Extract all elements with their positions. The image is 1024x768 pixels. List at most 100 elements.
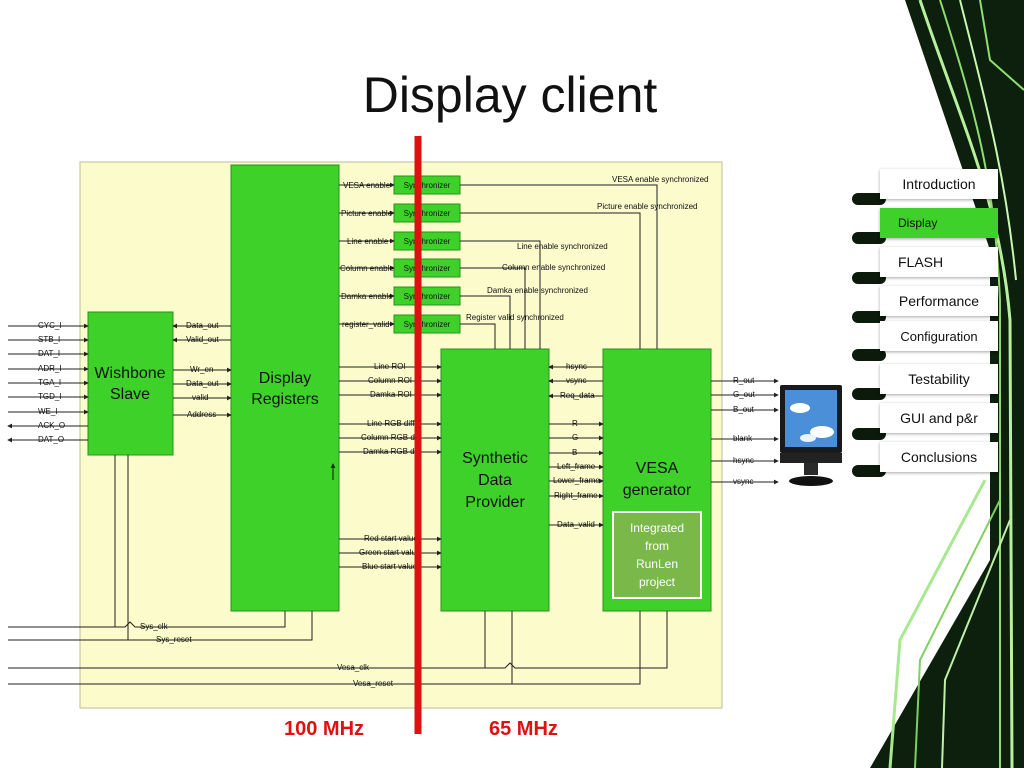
enable-label-register-valid: register_valid [342, 320, 390, 329]
synced-line-label: Line enable synchronized [517, 242, 608, 251]
enable-label-damka: Damka enable [341, 292, 393, 301]
wb-in-dat: DAT_I [38, 349, 60, 358]
wishbone-slave-block [87, 311, 174, 456]
reg-out-column-roi: Column ROI [368, 376, 412, 385]
sync-label-6: Synchronizer [404, 320, 451, 329]
wb-in-we: WE_I [38, 407, 58, 416]
wbreg-valid: valid [192, 393, 208, 402]
vesa-b-out: B_out [733, 405, 755, 414]
integrated-line-3: RunLen [636, 557, 678, 571]
reg-out-damka-roi: Damka ROI [370, 390, 412, 399]
sdp-right-frame-label: Right_frame [554, 491, 598, 500]
sdp-r-label: R [572, 419, 578, 428]
reg-out-green-start: Green start value [359, 548, 421, 557]
sync-enable-labels: VESA enable Picture enable Line enable C… [340, 181, 394, 329]
registers-label-1: Display [259, 370, 311, 387]
wb-in-adr: ADR_I [38, 364, 62, 373]
reg-out-blue-start: Blue start value [362, 562, 418, 571]
sdp-to-vesa-labels: R G B Left_frame Lower_frame Right_frame… [553, 419, 600, 529]
freq-right-label: 65 MHz [489, 718, 558, 740]
integrated-note [612, 511, 702, 599]
enable-label-column: Column enable [340, 264, 394, 273]
sync-label-2: Synchronizer [404, 209, 451, 218]
integrated-line-2: from [645, 539, 669, 553]
vesa-hsync-out: hsync [733, 456, 754, 465]
wb-in-cyc: CYC_I [38, 321, 62, 330]
display-registers-block [230, 164, 340, 612]
clock-labels: Sys_clk Sys_reset Vesa_clk Vesa_reset [140, 622, 394, 688]
sdp-left-frame-label: Left_frame [557, 462, 596, 471]
synthetic-data-provider-block [440, 348, 550, 612]
synced-vesa-label: VESA enable synchronized [612, 175, 709, 184]
wbreg-wr-en: Wr_en [190, 365, 213, 374]
vesa-label-2: generator [623, 482, 692, 499]
vesa-label-1: VESA [636, 460, 679, 477]
nav-bulb-icon [852, 465, 886, 477]
nav-item-performance[interactable]: Performance [880, 286, 998, 316]
register-output-labels: Line ROI Column ROI Damka ROI Line RGB d… [359, 362, 421, 571]
nav-item-testability[interactable]: Testability [880, 364, 998, 394]
vesa-vsync-out: vsync [733, 477, 753, 486]
synced-column-label: Column enable synchronized [502, 263, 605, 272]
nav-item-introduction[interactable]: Introduction [880, 169, 998, 199]
synchronized-labels: VESA enable synchronized Picture enable … [466, 175, 709, 322]
vesa-req-data-label: Req_data [560, 391, 595, 400]
wishbone-label-2: Slave [110, 386, 150, 403]
sync-label-4: Synchronizer [404, 264, 451, 273]
reg-out-column-rgb: Column RGB dif [361, 433, 420, 442]
nav-item-display[interactable]: Display [880, 208, 998, 238]
reg-out-line-rgb: Line RGB diff [367, 419, 415, 428]
vesa-r-out: R_out [733, 376, 755, 385]
wb-out-ack: ACK_O [38, 421, 65, 430]
reg-out-damka-rgb: Damka RGB dif [363, 447, 419, 456]
vesa-output-labels: R_out G_out B_out blank hsync vsync [733, 376, 756, 486]
sync-label-3: Synchronizer [404, 237, 451, 246]
sdp-g-label: G [572, 433, 578, 442]
vesa-g-out: G_out [733, 390, 756, 399]
sdp-lower-frame-label: Lower_frame [553, 476, 600, 485]
sdp-label-1: Synthetic [462, 450, 528, 467]
wb-in-tga: TGA_I [38, 378, 61, 387]
vesa-hsync-label: hsync [566, 362, 587, 371]
wishbone-input-labels: CYC_I STB_I DAT_I ADR_I TGA_I TGD_I WE_I… [38, 321, 65, 444]
synced-register-label: Register valid synchronized [466, 313, 564, 322]
nav-bulb-icon [852, 428, 886, 440]
nav-bulb-icon [852, 232, 886, 244]
slide-title: Display client [362, 67, 658, 123]
monitor-icon [780, 385, 842, 486]
vesa-reset-label: Vesa_reset [353, 679, 394, 688]
sdp-label-3: Provider [465, 494, 525, 511]
integrated-line-4: project [639, 575, 676, 589]
nav-item-configuration[interactable]: Configuration [880, 321, 998, 351]
wbreg-valid-out: Valid_out [186, 335, 220, 344]
sync-label-5: Synchronizer [404, 292, 451, 301]
wb-out-dat: DAT_O [38, 435, 64, 444]
wb-in-stb: STB_I [38, 335, 60, 344]
enable-label-line: Line enable [347, 237, 389, 246]
enable-label-vesa: VESA enable [343, 181, 391, 190]
nav-item-conclusions[interactable]: Conclusions [880, 442, 998, 472]
vesa-vsync-label: vsync [566, 376, 586, 385]
synced-damka-label: Damka enable synchronized [487, 286, 588, 295]
sdp-b-label: B [572, 448, 577, 457]
wb-in-tgd: TGD_I [38, 392, 62, 401]
nav-item-gui-and-pr[interactable]: GUI and p&r [880, 403, 998, 433]
sdp-data-valid-label: Data_valid [557, 520, 595, 529]
reg-out-red-start: Red start value [364, 534, 418, 543]
wbreg-data-out-1: Data_out [186, 321, 219, 330]
integrated-line-1: Integrated [630, 521, 684, 535]
sdp-label-2: Data [478, 472, 512, 489]
nav-item-flash[interactable]: FLASH [880, 247, 998, 277]
sync-label-1: Synchronizer [404, 181, 451, 190]
enable-label-picture: Picture enable [341, 209, 393, 218]
nav-bulb-icon [852, 272, 886, 284]
wbreg-data-out-2: Data_out [186, 379, 219, 388]
vesa-clk-label: Vesa_clk [337, 663, 370, 672]
wb-register-labels: Data_out Valid_out Wr_en Data_out valid … [186, 321, 220, 419]
nav-bulb-icon [852, 311, 886, 323]
reg-out-line-roi: Line ROI [374, 362, 406, 371]
registers-label-2: Registers [251, 391, 319, 408]
sys-reset-label: Sys_reset [156, 635, 192, 644]
nav-bulb-icon [852, 349, 886, 361]
